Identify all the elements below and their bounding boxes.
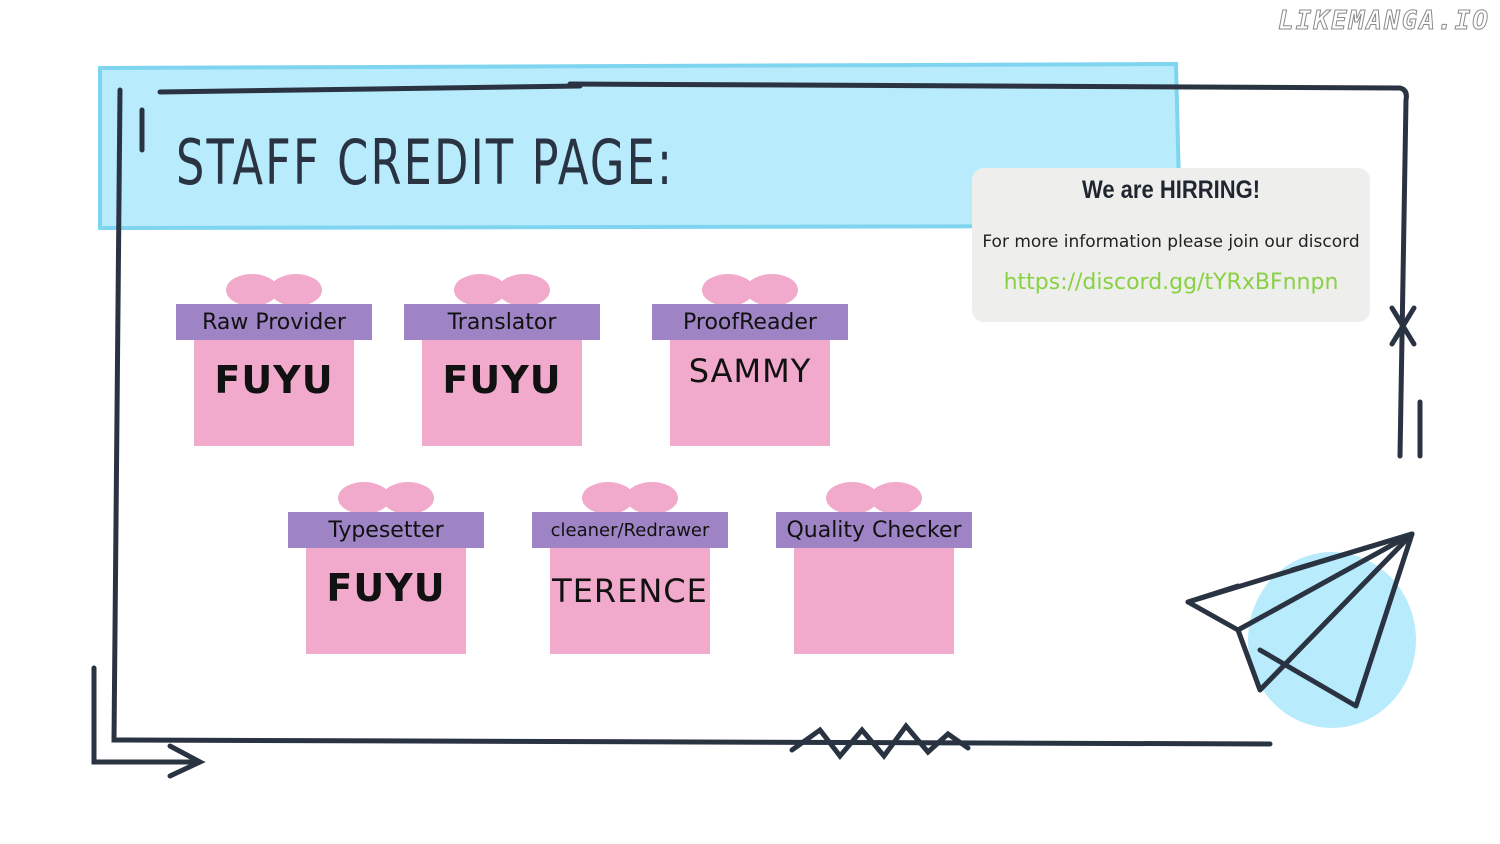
gift-raw-provider: Raw Provider FUYU (176, 270, 372, 450)
paper-plane-icon (1185, 531, 1416, 728)
zigzag-icon (789, 721, 971, 761)
role-label: Quality Checker (776, 512, 972, 548)
gift-typesetter: Typesetter FUYU (288, 478, 484, 658)
arrow-icon (91, 665, 199, 765)
hiring-heading: We are HIRRING! (1081, 176, 1261, 204)
discord-link[interactable]: https://discord.gg/tYRxBFnnpn (1003, 270, 1339, 295)
gift-box (194, 330, 354, 446)
staff-name: SAMMY (688, 352, 812, 390)
gift-icon (702, 274, 798, 306)
gift-cleaner-redrawer: cleaner/Redrawer TERENCE (532, 478, 728, 658)
staff-name: FUYU (326, 566, 446, 610)
staff-name: TERENCE (552, 572, 708, 610)
staff-name: FUYU (214, 358, 334, 402)
role-label: Raw Provider (176, 304, 372, 340)
role-label: Typesetter (288, 512, 484, 548)
gift-icon (826, 482, 922, 514)
gift-proofreader: ProofReader SAMMY (652, 270, 848, 450)
page-title: STAFF CREDIT PAGE: (176, 126, 675, 199)
gift-box (422, 330, 582, 446)
role-label: Translator (404, 304, 600, 340)
gift-box (306, 538, 466, 654)
gift-quality-checker: Quality Checker (776, 478, 972, 658)
gift-box (794, 538, 954, 654)
gift-icon (226, 274, 322, 306)
gift-icon (338, 482, 434, 514)
hiring-info: For more information please join our dis… (982, 232, 1360, 252)
gift-icon (582, 482, 678, 514)
gift-translator: Translator FUYU (404, 270, 600, 450)
watermark: LIKEMANGA.IO (1278, 6, 1490, 37)
gift-box (550, 538, 710, 654)
gift-box (670, 330, 830, 446)
role-label: cleaner/Redrawer (532, 512, 728, 548)
gift-icon (454, 274, 550, 306)
role-label: ProofReader (652, 304, 848, 340)
staff-name: FUYU (442, 358, 562, 402)
hiring-card: We are HIRRING! For more information ple… (972, 168, 1370, 322)
